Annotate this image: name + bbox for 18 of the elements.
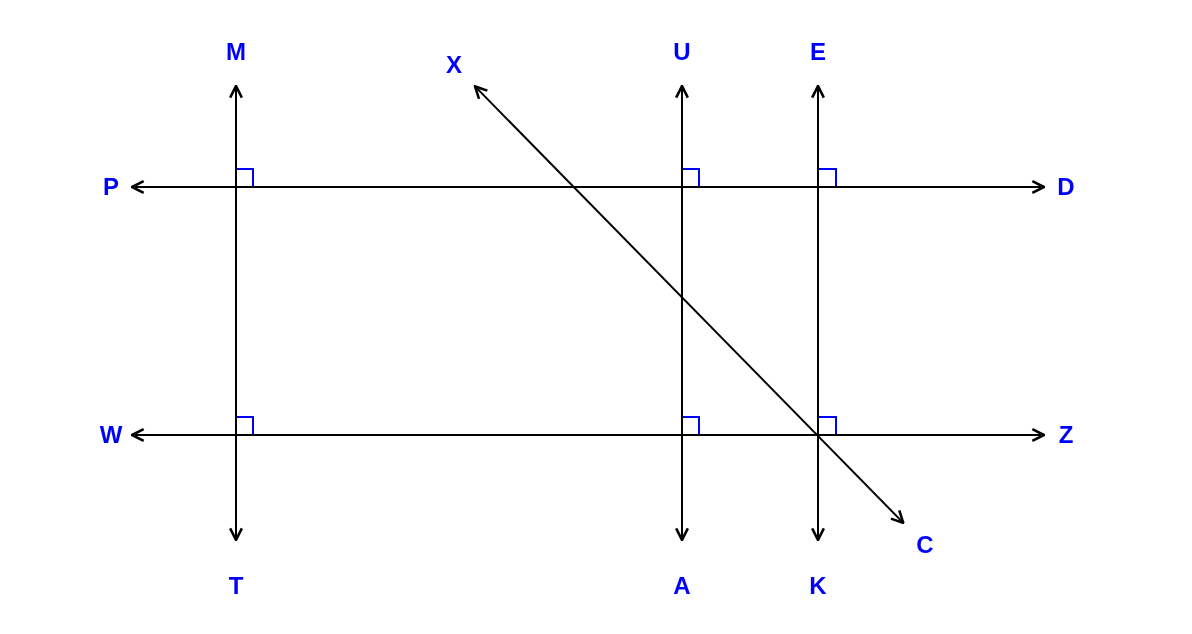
line-arrow	[674, 84, 690, 542]
point-label: P	[97, 173, 125, 201]
point-label: M	[222, 38, 250, 66]
point-label: Z	[1052, 421, 1080, 449]
point-label: X	[440, 51, 468, 79]
point-label: A	[668, 572, 696, 600]
line-arrow	[810, 84, 826, 542]
point-label: D	[1052, 173, 1080, 201]
point-label: U	[668, 38, 696, 66]
point-label: W	[97, 421, 125, 449]
point-label: T	[222, 572, 250, 600]
line-arrow	[130, 179, 1046, 195]
point-label: K	[804, 572, 832, 600]
point-label: C	[911, 531, 939, 559]
point-label: E	[804, 38, 832, 66]
line-arrow	[228, 84, 244, 542]
line-arrow	[130, 427, 1046, 443]
line-arrow	[473, 85, 905, 525]
